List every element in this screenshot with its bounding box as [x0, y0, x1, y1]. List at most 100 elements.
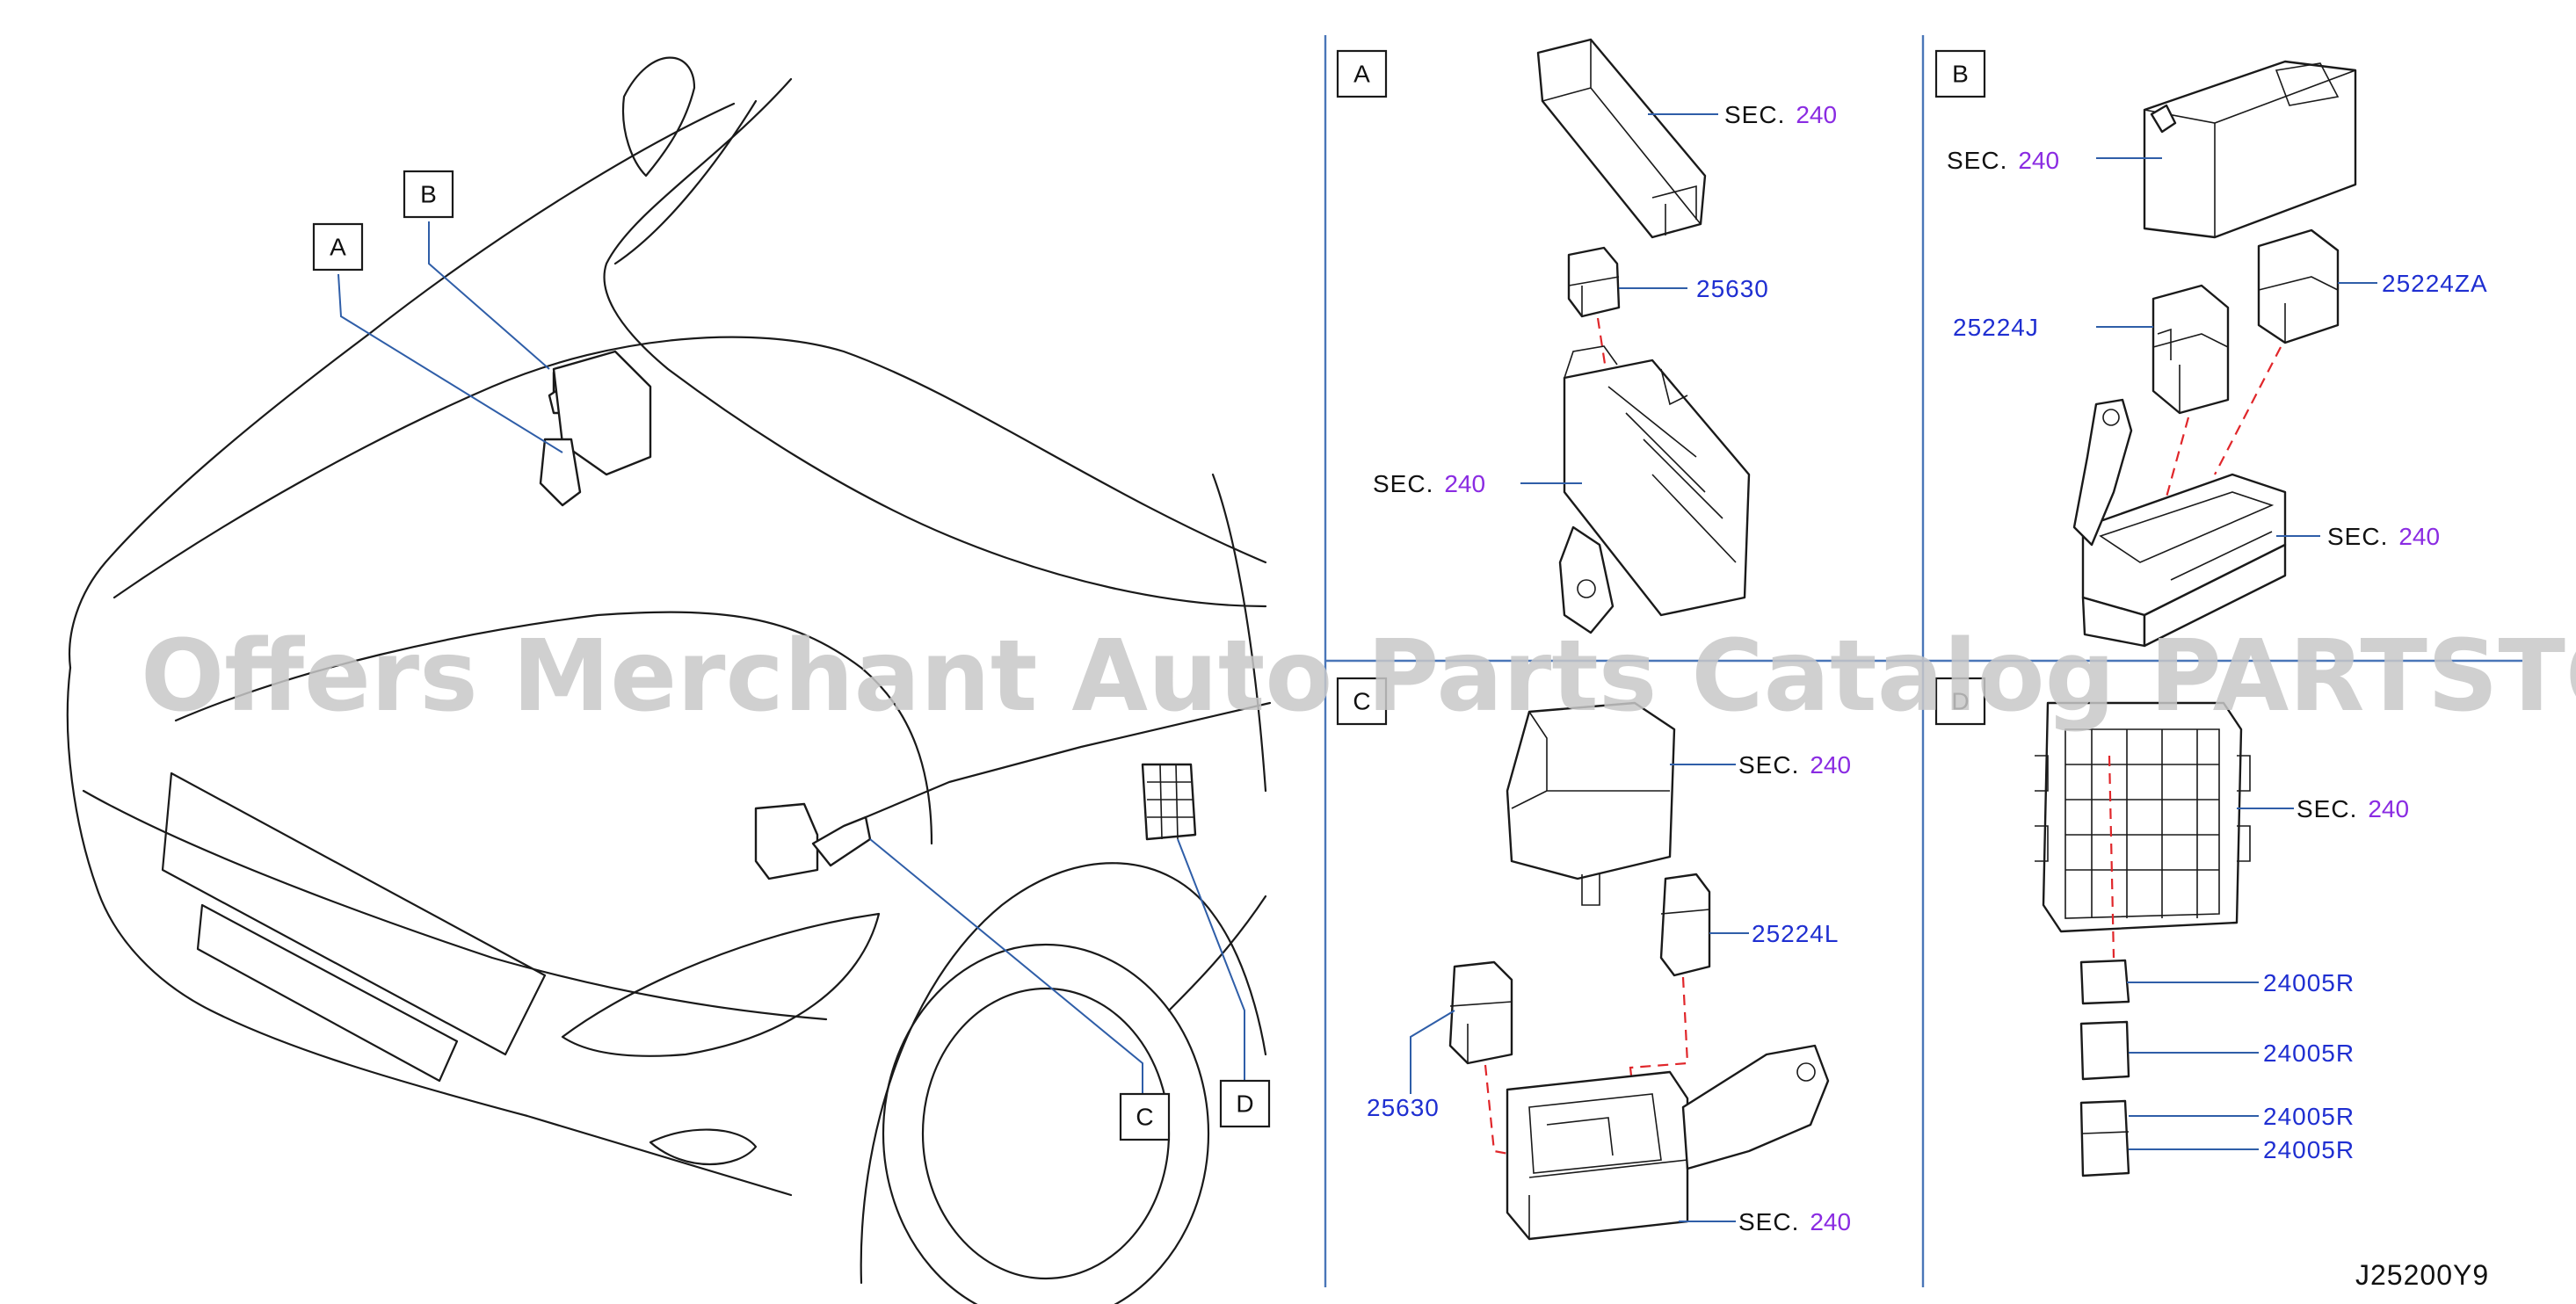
panel-a-cover-detail	[1542, 40, 1702, 225]
callout-d: D	[1219, 1079, 1271, 1128]
panel-c-label: C	[1353, 688, 1370, 715]
panel-a-relay-25630	[1567, 246, 1621, 318]
svg-text:D: D	[1236, 1090, 1253, 1118]
panel-b-fuse-box-front	[2143, 543, 2287, 648]
a-pillar	[1211, 473, 1267, 793]
panel-d-fuse-tabs	[2035, 755, 2251, 862]
overview-fuse-detail-d	[1147, 764, 1194, 840]
panel-a-fuse-block	[1563, 359, 1751, 617]
panel-d-item-0: SEC.240	[2297, 795, 2409, 822]
callout-c: C	[1119, 1092, 1171, 1141]
front-bumper	[82, 789, 828, 1021]
panel-a-item-0: SEC.240	[1724, 101, 1837, 128]
panel-a-bracket-hole	[1577, 579, 1596, 598]
panel-b-relay-25224za	[2257, 228, 2340, 344]
overview-bracket	[539, 438, 582, 507]
panel-d-part-24005r-4: 24005R	[2263, 1136, 2355, 1163]
panel-c-item-3: SEC.240	[1738, 1208, 1851, 1235]
vehicle-overview	[66, 56, 1267, 1304]
callout-a: A	[312, 222, 364, 272]
panel-b-fuse-detail	[2099, 491, 2275, 581]
panel-b-cover	[2143, 60, 2357, 239]
panel-c-item-0: SEC.240	[1738, 751, 1851, 779]
panel-a-relay-detail	[1568, 276, 1620, 316]
panel-c-relay-25630-detail	[1449, 1001, 1513, 1063]
windshield-edge	[613, 99, 758, 265]
leader-c-25630	[1410, 1010, 1455, 1094]
panel-c-fuse-detail	[1528, 1093, 1688, 1239]
panel-a: A SEC.240 25630 SEC.240	[1336, 38, 1837, 634]
panel-d-part-24005r-3: 24005R	[2263, 1103, 2355, 1130]
panel-a-cover	[1536, 38, 1707, 239]
watermark: Offers Merchant Auto Parts Catalog PARTS…	[141, 619, 2576, 734]
svg-text:A: A	[330, 234, 346, 261]
leader-overview-b	[428, 221, 550, 370]
panel-d-relay-1	[2079, 959, 2130, 1005]
svg-text:C: C	[1136, 1104, 1153, 1131]
panel-c-bracket	[1681, 1044, 1830, 1170]
panel-d-label-box	[1934, 677, 1986, 726]
overview-relay-box-c	[754, 802, 819, 880]
panel-b-relay-za-detail	[2258, 276, 2339, 343]
panel-b-bracket	[2072, 398, 2133, 547]
fog-lamp	[649, 1128, 758, 1165]
panel-c-part-25630: 25630	[1367, 1094, 1440, 1121]
panel-b-part-25224za: 25224ZA	[2382, 270, 2488, 297]
hood-crease	[112, 336, 1267, 599]
panel-a-cover-latch	[1651, 185, 1697, 235]
leader-overview-d	[1177, 838, 1245, 1081]
leader-overview-c	[869, 838, 1143, 1094]
panel-a-item-2: SEC.240	[1373, 470, 1485, 497]
panel-b: B SEC.240 25224ZA 25224J SEC.240	[1934, 49, 2488, 648]
panel-b-item-0: SEC.240	[1947, 147, 2059, 174]
hood-outline	[69, 102, 736, 670]
panel-d-relay-3	[2079, 1099, 2130, 1177]
panel-a-part-25630: 25630	[1696, 275, 1769, 302]
overview-bracket-c	[811, 815, 872, 867]
front-wheel	[882, 943, 1210, 1304]
panel-c-cover-detail	[1511, 711, 1670, 906]
side-mirror	[621, 56, 696, 177]
panel-b-relay-25224j	[2152, 284, 2230, 415]
overview-component-c	[754, 701, 1272, 880]
panel-c-bracket-hole	[1796, 1062, 1816, 1082]
overview-component-d	[1141, 763, 1197, 841]
panel-b-bracket-hole	[2102, 409, 2120, 426]
panel-d-part-24005r-2: 24005R	[2263, 1040, 2355, 1067]
diagram-code: J25200Y9	[2355, 1259, 2489, 1291]
panel-d-dash	[2108, 755, 2115, 959]
panel-a-label: A	[1353, 61, 1370, 88]
panel-b-label: B	[1952, 61, 1969, 88]
panel-c-relay-25224l	[1659, 873, 1711, 977]
panel-d: D SEC.240 24005R 24005R 24005R 24005R	[1934, 677, 2409, 1177]
panel-b-dash-za	[2214, 346, 2282, 475]
panel-c-relay-l-detail	[1660, 909, 1710, 915]
panel-a-fuse-detail	[1564, 345, 1737, 563]
panel-c-label-box	[1336, 677, 1388, 726]
panel-c-part-25224l: 25224L	[1752, 920, 1839, 947]
wheel-arch	[860, 862, 1267, 1285]
panel-b-label-box	[1934, 49, 1986, 98]
panel-d-relay-2	[2079, 1020, 2130, 1081]
panel-b-cover-latch	[2150, 104, 2177, 134]
hood-line-2	[174, 611, 933, 845]
leader-overview-a	[337, 273, 563, 453]
panel-d-relay-3-detail	[2082, 1131, 2130, 1134]
overview-component-a-b	[539, 350, 652, 507]
front-fender	[66, 666, 793, 1197]
panel-d-label: D	[1951, 688, 1969, 715]
panel-d-fuse-block	[2042, 701, 2243, 933]
overview-fuse-block-d	[1141, 763, 1197, 841]
panel-b-item-3: SEC.240	[2327, 523, 2440, 550]
panel-b-part-25224j: 25224J	[1953, 314, 2039, 341]
door-line	[1167, 895, 1267, 1012]
grille-outline	[161, 772, 547, 1056]
panel-d-part-24005r-1: 24005R	[2263, 969, 2355, 996]
panel-c: C SEC.240 25224L 25630 SEC.240	[1336, 677, 1851, 1241]
panel-b-relay-j-detail	[2152, 328, 2229, 413]
callout-b: B	[403, 170, 454, 219]
overview-harness-c	[864, 701, 1272, 819]
panel-d-fuse-detail	[2064, 728, 2220, 919]
svg-text:B: B	[420, 181, 437, 208]
